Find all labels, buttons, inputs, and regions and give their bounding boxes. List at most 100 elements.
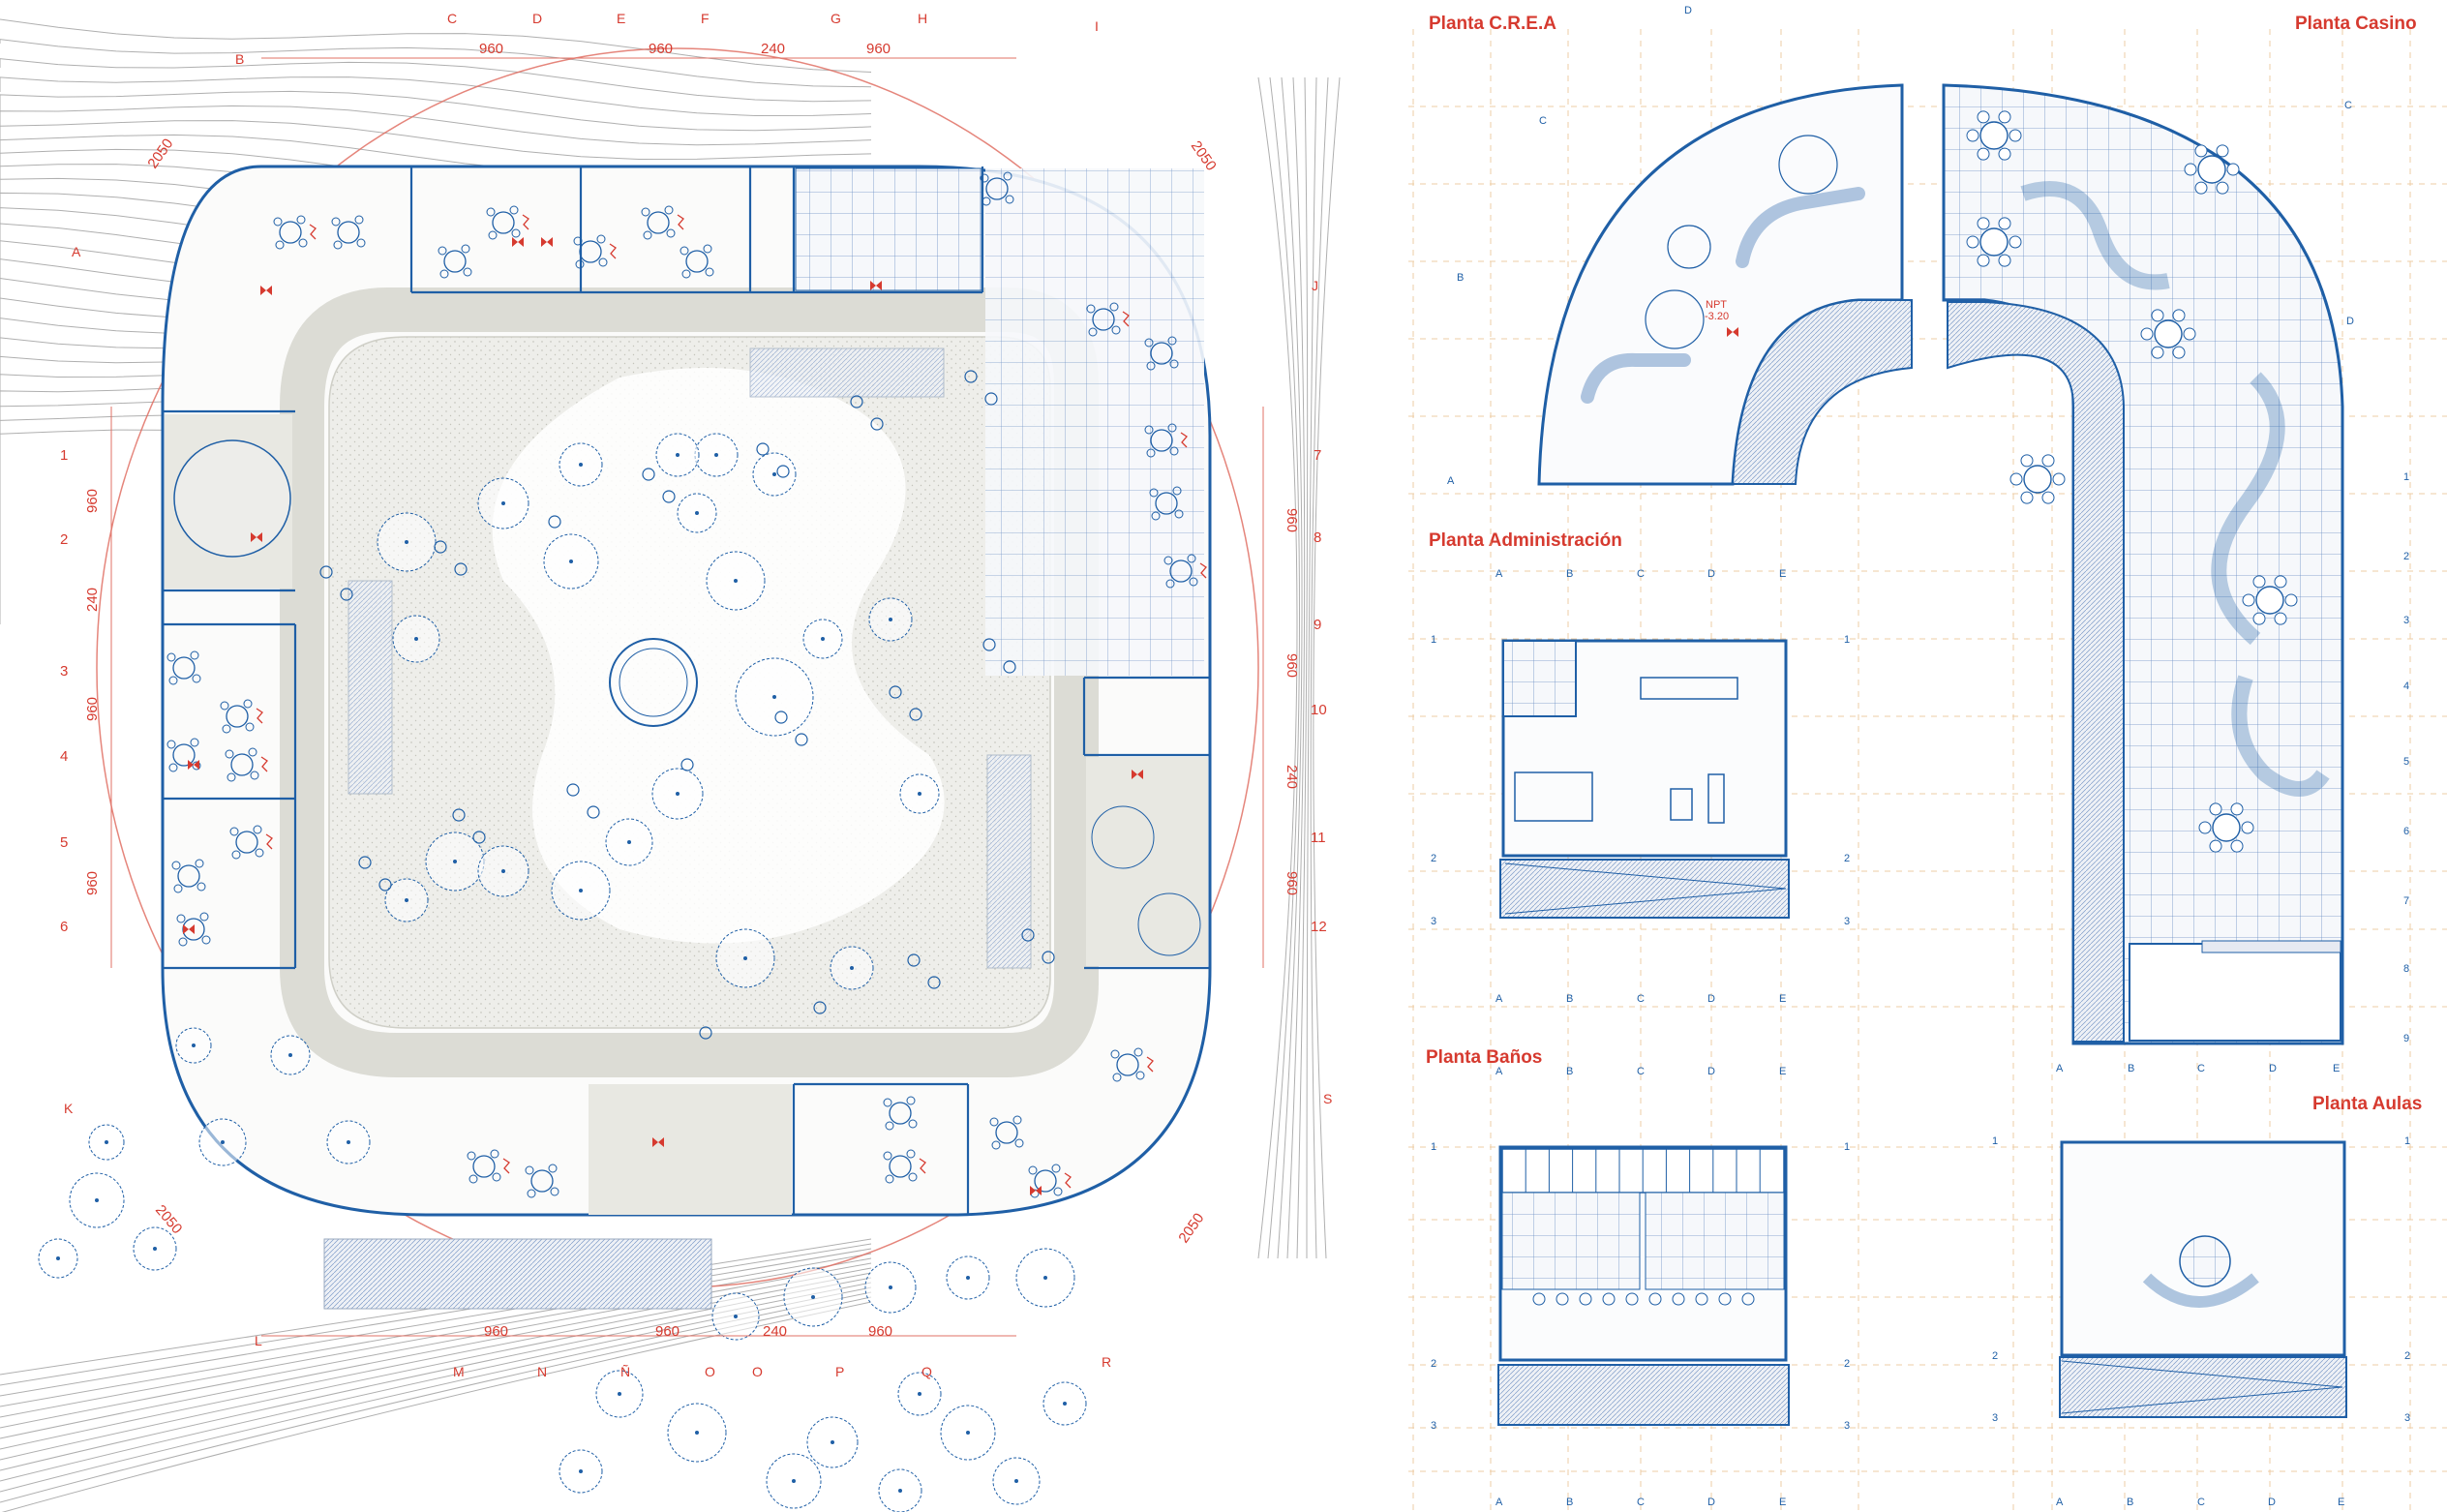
shrub-icon <box>907 953 921 967</box>
casino-table-icon <box>2023 465 2052 494</box>
level-marker-icon <box>260 286 272 295</box>
admin-row-3: 3 <box>1431 916 1436 927</box>
casino-chair-icon <box>2230 839 2244 853</box>
grid-bottom-Q: Q <box>921 1364 932 1379</box>
casino-row-5: 5 <box>2403 756 2409 768</box>
axis-2: 2 <box>60 531 68 548</box>
site-furniture <box>166 171 1207 1198</box>
grid-bottom-O: O <box>705 1364 715 1379</box>
shrub-icon <box>870 417 884 431</box>
tree-trunk-icon <box>714 453 718 457</box>
casino-chair-icon <box>1977 217 1990 230</box>
radius-label-se: 2050 <box>1175 1210 1207 1246</box>
chair-icon <box>1088 327 1098 337</box>
person-icon <box>1199 562 1207 579</box>
chair-icon <box>1109 302 1119 312</box>
chair-icon <box>1005 195 1014 204</box>
crea-grid-A: A <box>1447 475 1455 487</box>
tree-trunk-icon <box>850 966 854 970</box>
aulas-bench <box>2142 1273 2259 1308</box>
chair-icon <box>356 238 366 248</box>
casino-col-C: C <box>2197 1063 2205 1074</box>
casino-grid-D: D <box>2346 316 2354 327</box>
casino-row-1: 1 <box>2403 471 2409 483</box>
chair-icon <box>982 197 991 206</box>
casino-row-4: 4 <box>2403 680 2409 692</box>
chair-icon <box>575 259 585 269</box>
site-toilet-block <box>795 167 982 291</box>
shrub-icon <box>566 783 580 797</box>
aulas-col-B: B <box>2127 1497 2133 1508</box>
admin-desk <box>1514 771 1593 822</box>
chair-icon <box>490 1149 499 1159</box>
chair-icon <box>1187 554 1196 563</box>
chair-icon <box>190 650 199 660</box>
grid-left-K: K <box>64 1101 74 1116</box>
chair-icon <box>1167 336 1177 346</box>
grid-bottom-P: P <box>835 1364 844 1379</box>
table-icon <box>1150 342 1173 365</box>
chair-icon <box>1110 1049 1120 1059</box>
dim-bottom-4: 960 <box>868 1323 892 1340</box>
table-icon <box>530 1169 554 1193</box>
chair-icon <box>250 771 259 780</box>
casino-chair-icon <box>2198 821 2212 834</box>
admin-row-1: 1 <box>1431 634 1436 646</box>
casino-chair-icon <box>2172 309 2186 322</box>
sink-icon <box>1648 1292 1662 1306</box>
contour-line <box>0 18 872 73</box>
chair-icon <box>1165 579 1175 589</box>
axis-4: 4 <box>60 748 68 765</box>
casino-chair-icon <box>2242 593 2255 607</box>
casino-chair-icon <box>2052 472 2066 486</box>
table-icon <box>226 705 249 728</box>
casino-chair-icon <box>2140 327 2154 341</box>
dim-bottom-3: 240 <box>763 1323 787 1340</box>
site-south-room <box>589 1084 792 1215</box>
shrub-icon <box>813 1001 827 1014</box>
chair-icon <box>229 827 239 836</box>
chair-icon <box>488 230 498 240</box>
grid-bottom-O2: O <box>752 1364 763 1379</box>
admin-row-3-right: 3 <box>1844 916 1850 927</box>
banos-col-A: A <box>1495 1066 1503 1077</box>
chair-icon <box>463 267 472 277</box>
aulas-row-2-right: 2 <box>2404 1350 2410 1362</box>
aulas-row-3: 3 <box>1992 1412 1998 1424</box>
chair-icon <box>680 246 689 256</box>
casino-chair-icon <box>2226 163 2240 176</box>
admin-row-2: 2 <box>1431 853 1436 864</box>
chair-icon <box>596 234 606 244</box>
person-icon <box>1122 311 1130 327</box>
chair-icon <box>468 1174 478 1184</box>
shrub-icon <box>358 856 372 869</box>
casino-chair-icon <box>2274 575 2287 589</box>
chair-icon <box>643 230 652 240</box>
dim-left-3: 960 <box>84 697 101 721</box>
chair-icon <box>199 912 209 922</box>
crea-grid-letters: A B C D <box>1447 5 1692 487</box>
level-marker-icon <box>512 237 524 247</box>
tree-trunk-icon <box>811 1295 815 1299</box>
casino-chair-icon <box>2184 163 2197 176</box>
table-icon <box>492 211 515 234</box>
casino-chair-icon <box>2041 491 2055 504</box>
contour-line <box>0 58 872 103</box>
chair-icon <box>989 1117 999 1127</box>
admin-meeting-table <box>1640 677 1738 700</box>
site-axis-numbers: 1 2 3 4 5 6 7 8 9 10 11 12 <box>60 447 1327 935</box>
tree-trunk-icon <box>453 860 457 863</box>
casino-chair-icon <box>2183 327 2196 341</box>
dim-bottom-2: 960 <box>655 1323 680 1340</box>
table-icon <box>889 1102 912 1125</box>
admin-col-E-bottom: E <box>1779 993 1786 1005</box>
chair-icon <box>1172 486 1182 496</box>
shrub-icon <box>1042 951 1055 964</box>
chair-icon <box>486 207 496 217</box>
axis-8: 8 <box>1314 529 1321 546</box>
chair-icon <box>906 1149 916 1159</box>
contour-line <box>1296 76 1309 1259</box>
table-icon <box>1116 1053 1139 1076</box>
site-east-circle-1 <box>1091 805 1155 869</box>
